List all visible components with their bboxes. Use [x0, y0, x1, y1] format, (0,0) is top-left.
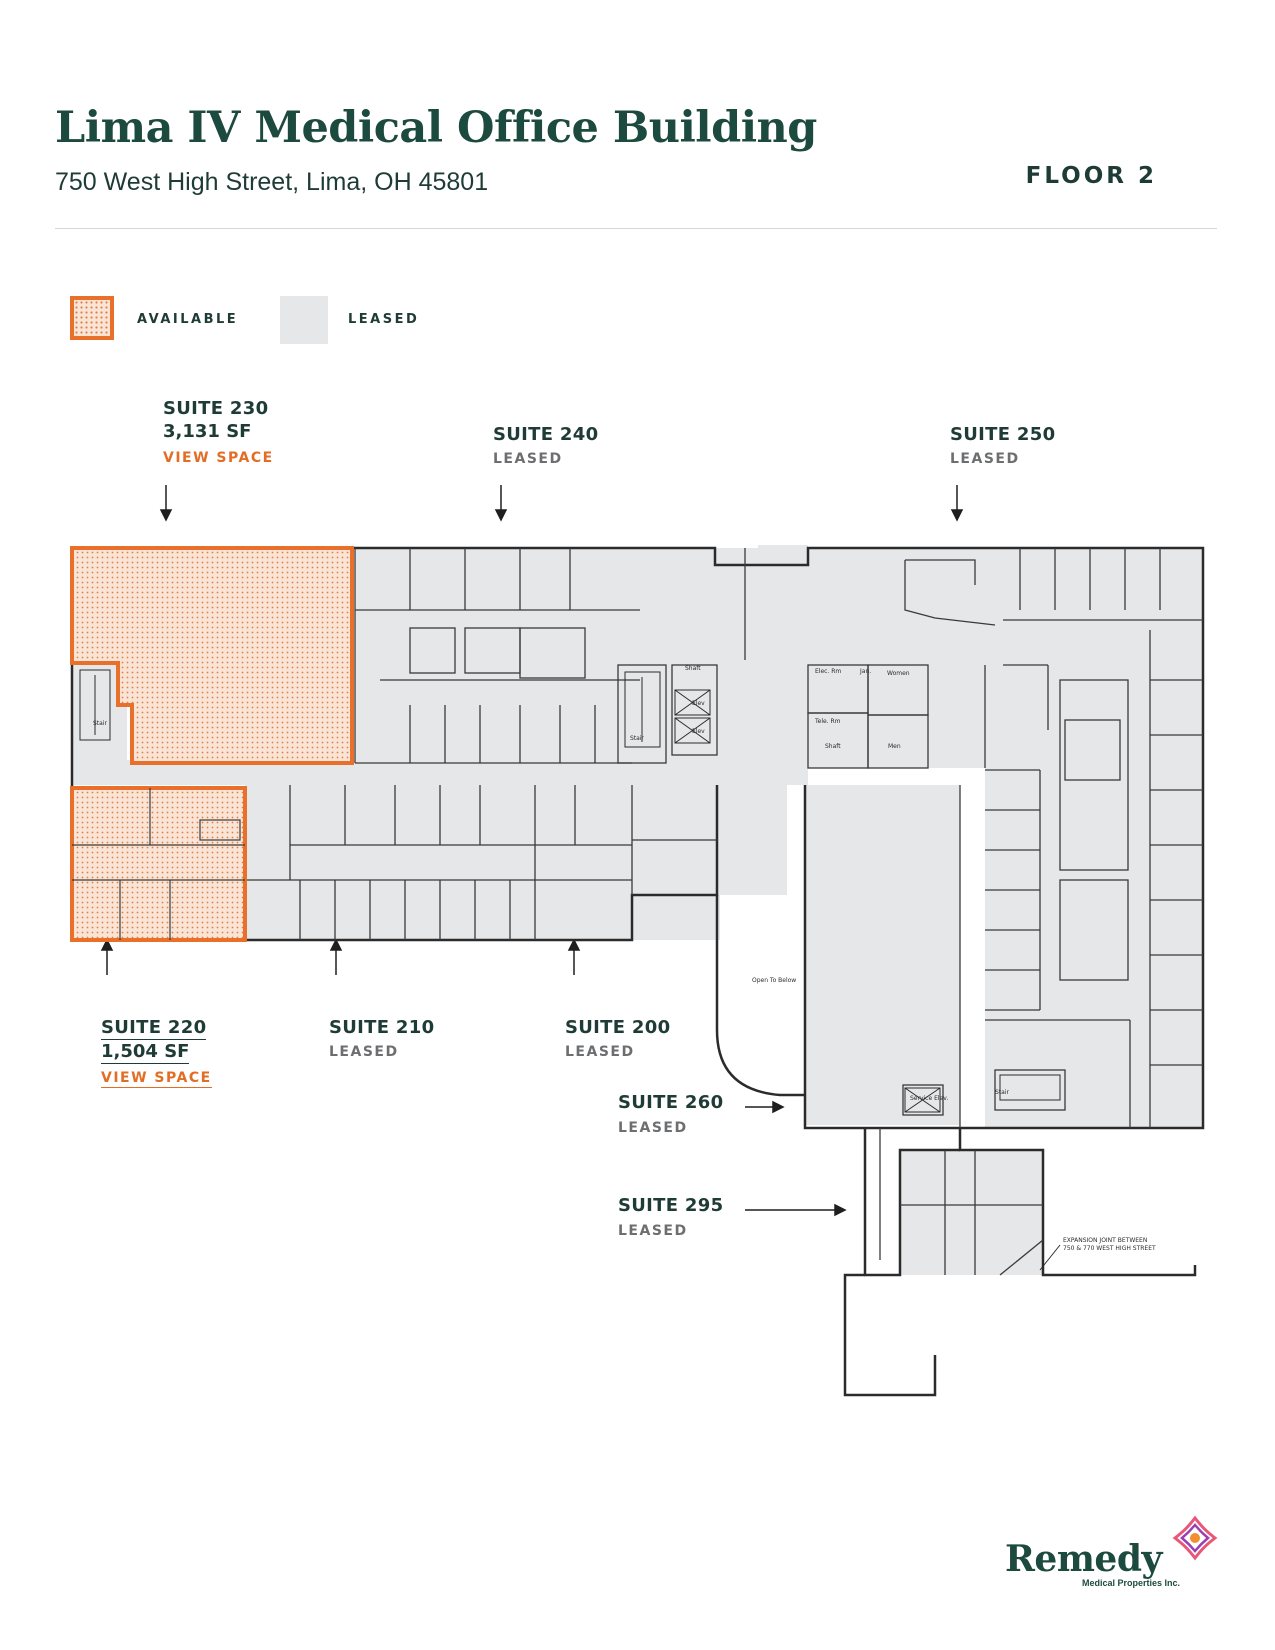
- suite-230-view-space-link[interactable]: VIEW SPACE: [163, 450, 274, 466]
- suite-230-sf: 3,131 SF: [163, 421, 252, 442]
- header-divider: [55, 228, 1217, 229]
- building-address: 750 West High Street, Lima, OH 45801: [55, 168, 489, 196]
- shaft-label: Shaft: [825, 743, 841, 750]
- suite-295-status: LEASED: [618, 1223, 688, 1239]
- expansion-joint-label-2: 750 & 770 WEST HIGH STREET: [1063, 1245, 1156, 1252]
- legend-leased-label: LEASED: [348, 312, 420, 327]
- suite-250-name: SUITE 250: [950, 424, 1056, 445]
- suite-200-name: SUITE 200: [565, 1017, 671, 1038]
- suite-240-status: LEASED: [493, 451, 563, 467]
- suite-220-walls: [72, 788, 245, 940]
- stair-label: Stair: [93, 720, 108, 727]
- stair-label: Stair: [995, 1089, 1010, 1096]
- brand-logo-subtitle: Medical Properties Inc.: [1082, 1578, 1181, 1588]
- legend-leased-swatch: [280, 296, 328, 344]
- stair-label: Stair: [630, 735, 645, 742]
- brand-logo-icon: [1172, 1515, 1218, 1561]
- suite-230-name: SUITE 230: [163, 398, 269, 419]
- suite-250-status: LEASED: [950, 451, 1020, 467]
- suite-295-name: SUITE 295: [618, 1195, 724, 1216]
- suite-240-name: SUITE 240: [493, 424, 599, 445]
- men-label: Men: [888, 743, 901, 750]
- suite-260-status: LEASED: [618, 1120, 688, 1136]
- interior-walls: [245, 548, 1203, 1276]
- suite-210-name: SUITE 210: [329, 1017, 435, 1038]
- stair-symbols: [79, 669, 1061, 1101]
- suite-230-area[interactable]: [70, 546, 354, 765]
- legend-available-label: AVAILABLE: [137, 312, 239, 327]
- shaft-label: Shaft: [685, 665, 701, 672]
- suite-210-status: LEASED: [329, 1044, 399, 1060]
- expansion-joint-leader: [1039, 1244, 1061, 1271]
- expansion-joint-label: EXPANSION JOINT BETWEEN: [1063, 1237, 1147, 1244]
- suite-260-name: SUITE 260: [618, 1092, 724, 1113]
- suite-220-sf: 1,504 SF: [101, 1041, 190, 1064]
- elec-rm-label: Elec. Rm: [815, 668, 841, 675]
- legend-available-swatch: [70, 296, 114, 340]
- elev-label: Elev: [692, 728, 705, 735]
- page-title: Lima IV Medical Office Building: [55, 103, 817, 153]
- floor-label: FLOOR 2: [1025, 163, 1157, 189]
- service-elev-label: Service Elev.: [910, 1095, 948, 1102]
- elev-label: Elev: [692, 700, 705, 707]
- tele-rm-label: Tele. Rm: [814, 718, 841, 725]
- women-label: Women: [887, 670, 910, 677]
- suite-220-name: SUITE 220: [101, 1017, 207, 1040]
- suite-200-status: LEASED: [565, 1044, 635, 1060]
- suite-220-area[interactable]: [70, 786, 247, 942]
- open-to-below-label: Open To Below: [752, 977, 796, 984]
- leased-areas: [72, 545, 1203, 1275]
- jan-label: Jan.: [859, 668, 871, 675]
- suite-220-view-space-link[interactable]: VIEW SPACE: [101, 1070, 212, 1088]
- elevator-symbols: [674, 689, 941, 1113]
- brand-logo-text: Remedy: [1005, 1538, 1162, 1580]
- suite-arrows: [100, 485, 964, 1217]
